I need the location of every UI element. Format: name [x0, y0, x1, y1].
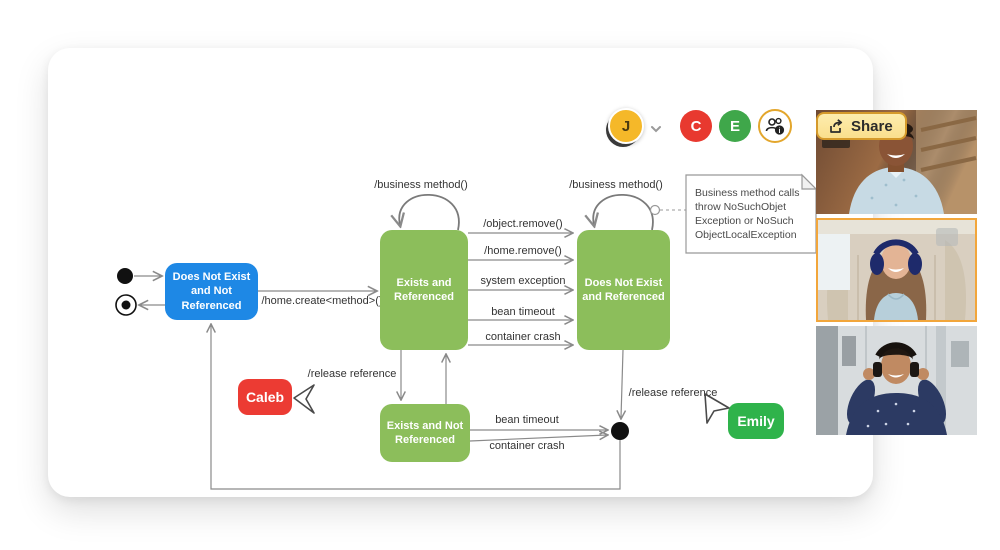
transition-label-home-remove: /home.remove(): [484, 245, 562, 257]
whiteboard-canvas[interactable]: J C E i Share: [48, 48, 907, 497]
transition-label-release-reference-right: /release reference: [628, 387, 718, 399]
video-participant-3[interactable]: [816, 326, 977, 435]
svg-text:i: i: [779, 128, 781, 135]
junction-dot[interactable]: [611, 422, 629, 440]
initial-state-dot[interactable]: [117, 268, 133, 284]
transition-label-bean-timeout-top: bean timeout: [491, 306, 555, 318]
transition-label-object-remove: /object.remove(): [483, 218, 563, 230]
video-participant-2-active[interactable]: [816, 218, 977, 322]
participant-2-video: [818, 220, 975, 320]
uml-note-text: Business method calls throw NoSuchObjet …: [695, 187, 800, 241]
transition-label-business-method-left: /business method(): [374, 179, 468, 191]
final-state-circle[interactable]: [115, 294, 137, 316]
emily-cursor-icon: [704, 393, 730, 424]
share-icon: [830, 118, 843, 133]
transition-label-container-crash-bottom: container crash: [489, 440, 565, 452]
avatar-collaborator-c[interactable]: C: [680, 110, 712, 142]
group-info-icon: i: [765, 117, 785, 135]
transition-label-home-create: /home.create<method>(): [261, 295, 383, 307]
share-button-label: Share: [851, 117, 893, 135]
chevron-down-icon[interactable]: [648, 121, 664, 137]
cursor-label-emily: Emily: [728, 403, 784, 439]
state-does-not-exist-and-referenced[interactable]: Does Not Exist and Referenced: [577, 230, 670, 350]
participants-button[interactable]: i: [758, 109, 792, 143]
transition-label-bean-timeout-bottom: bean timeout: [495, 414, 559, 426]
share-button[interactable]: Share: [816, 112, 907, 140]
avatar-current-user[interactable]: J: [608, 108, 644, 144]
state-does-not-exist-not-referenced[interactable]: Does Not Exist and Not Referenced: [165, 263, 258, 320]
transition-label-system-exception: system exception: [480, 275, 566, 287]
toolbar: J C E i Share: [608, 106, 907, 146]
state-exists-and-referenced[interactable]: Exists and Referenced: [380, 230, 468, 350]
transition-label-business-method-right: /business method(): [569, 179, 663, 191]
transition-label-release-reference-left: /release reference: [307, 368, 397, 380]
state-exists-and-not-referenced[interactable]: Exists and Not Referenced: [380, 404, 470, 462]
participant-3-video: [816, 326, 977, 435]
avatar-collaborator-e[interactable]: E: [719, 110, 751, 142]
cursor-label-caleb: Caleb: [238, 379, 292, 415]
transition-label-container-crash-top: container crash: [485, 331, 561, 343]
caleb-cursor-icon: [293, 384, 315, 414]
